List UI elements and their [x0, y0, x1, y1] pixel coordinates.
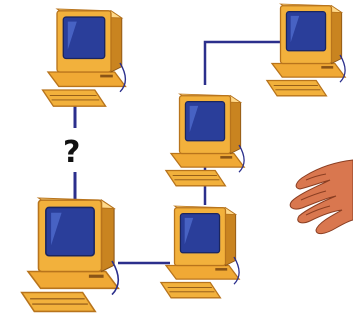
computer-icon-bottom-middle	[161, 206, 239, 298]
hand-icon	[290, 160, 353, 234]
computer-icon-bottom-left	[22, 198, 119, 311]
unknown-link-question-mark: ?	[63, 135, 80, 170]
computer-icon-top-left	[43, 9, 126, 106]
computer-icon-top-right	[267, 4, 345, 96]
computer-icon-middle-right	[166, 94, 244, 186]
